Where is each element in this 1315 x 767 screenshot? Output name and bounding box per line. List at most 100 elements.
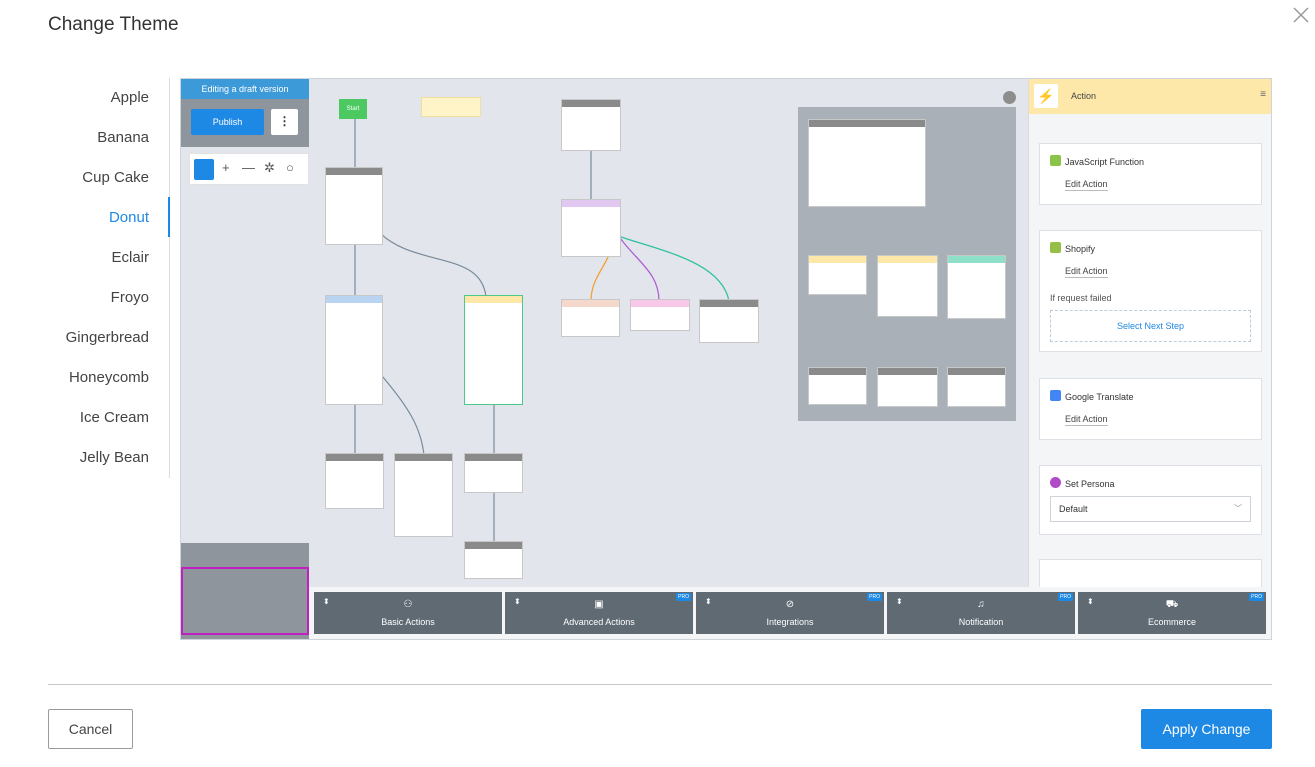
- edit-action-link[interactable]: Edit Action: [1065, 179, 1108, 191]
- menu-icon[interactable]: ≡: [1260, 89, 1266, 100]
- flow-node[interactable]: [561, 99, 621, 151]
- edit-action-link[interactable]: Edit Action: [1065, 266, 1108, 278]
- start-node[interactable]: Start: [339, 99, 367, 119]
- set-persona-card: Set Persona Default ﹀: [1039, 465, 1262, 535]
- card-title: Google Translate: [1065, 392, 1134, 402]
- persona-select-value: Default: [1059, 504, 1088, 514]
- flow-node[interactable]: [877, 367, 938, 407]
- edit-action-link[interactable]: Edit Action: [1065, 414, 1108, 426]
- category-label: Integrations: [766, 617, 814, 627]
- persona-icon: [1050, 477, 1061, 488]
- flow-node[interactable]: [561, 199, 621, 257]
- flow-node[interactable]: [394, 453, 453, 537]
- theme-selected-indicator: [168, 197, 170, 237]
- theme-item-cup-cake[interactable]: Cup Cake: [82, 169, 149, 186]
- editor-top-panel: Editing a draft version Publish ⋮: [181, 79, 309, 147]
- flow-node[interactable]: [325, 167, 383, 245]
- action-category-bar: ⬍ ⚇ Basic Actions ⬍ PRO ▣ Advanced Actio…: [309, 587, 1271, 639]
- theme-list: Apple Banana Cup Cake Donut Eclair Froyo…: [0, 78, 170, 478]
- pro-badge: PRO: [676, 593, 691, 601]
- integrations-button[interactable]: ⬍ PRO ⊘ Integrations: [696, 592, 884, 634]
- pro-badge: PRO: [867, 593, 882, 601]
- javascript-icon: [1050, 155, 1061, 166]
- sort-icon: ⬍: [896, 597, 903, 606]
- publish-button[interactable]: Publish: [191, 109, 264, 135]
- action-panel-header: ⚡ Action ≡: [1029, 79, 1271, 114]
- action-panel: ⚡ Action ≡ JavaScript Function Edit Acti…: [1028, 79, 1271, 587]
- apply-change-button[interactable]: Apply Change: [1141, 709, 1272, 749]
- flow-node[interactable]: [325, 295, 383, 405]
- more-options-button[interactable]: ⋮: [271, 109, 298, 135]
- javascript-function-card: JavaScript Function Edit Action: [1039, 143, 1262, 205]
- theme-item-ice-cream[interactable]: Ice Cream: [79, 409, 149, 426]
- search-icon[interactable]: ○: [286, 160, 294, 175]
- theme-preview: Editing a draft version Publish ⋮ + — ✲ …: [180, 78, 1272, 640]
- theme-item-gingerbread[interactable]: Gingerbread: [65, 329, 149, 346]
- flow-node[interactable]: [808, 255, 867, 295]
- flow-node[interactable]: [561, 299, 620, 337]
- card-title: JavaScript Function: [1065, 157, 1145, 167]
- pro-badge: PRO: [1058, 593, 1073, 601]
- flow-node[interactable]: [464, 541, 523, 579]
- ecommerce-button[interactable]: ⬍ PRO ⛟ Ecommerce: [1078, 592, 1266, 634]
- persona-select[interactable]: Default ﹀: [1050, 496, 1251, 522]
- cancel-button[interactable]: Cancel: [48, 709, 133, 749]
- draft-version-banner: Editing a draft version: [181, 79, 309, 99]
- category-label: Basic Actions: [381, 617, 435, 627]
- bell-icon: ♫: [977, 599, 985, 610]
- action-panel-title: Action: [1071, 91, 1097, 101]
- chevron-down-icon: ﹀: [1234, 504, 1242, 513]
- flow-node[interactable]: [947, 255, 1006, 319]
- zoom-out-icon[interactable]: —: [242, 160, 255, 175]
- flow-node[interactable]: [630, 299, 690, 331]
- cart-icon: ⛟: [1165, 599, 1179, 610]
- flow-node[interactable]: [699, 299, 759, 343]
- card-title: Set Persona: [1065, 479, 1115, 489]
- theme-item-apple[interactable]: Apple: [110, 89, 149, 106]
- flow-node[interactable]: [464, 295, 523, 405]
- sort-icon: ⬍: [705, 597, 712, 606]
- canvas-toolbar: + — ✲ ○: [189, 153, 309, 185]
- select-next-step-button[interactable]: Select Next Step: [1050, 310, 1251, 342]
- shopify-card: Shopify Edit Action If request failed Se…: [1039, 230, 1262, 352]
- theme-item-banana[interactable]: Banana: [97, 129, 149, 146]
- flow-node[interactable]: [325, 453, 384, 509]
- card-title: Shopify: [1065, 244, 1096, 254]
- google-translate-card: Google Translate Edit Action: [1039, 378, 1262, 440]
- notification-button[interactable]: ⬍ PRO ♫ Notification: [887, 592, 1075, 634]
- pro-badge: PRO: [1249, 593, 1264, 601]
- sort-icon: ⬍: [514, 597, 521, 606]
- theme-item-jelly-bean[interactable]: Jelly Bean: [79, 449, 149, 466]
- next-action-card: [1039, 559, 1262, 587]
- flow-node[interactable]: [808, 367, 867, 405]
- zoom-in-icon[interactable]: +: [222, 160, 230, 175]
- close-icon[interactable]: [1290, 4, 1312, 26]
- dialog-title: Change Theme: [48, 14, 179, 35]
- theme-item-honeycomb[interactable]: Honeycomb: [68, 369, 149, 386]
- link-icon: ⊘: [785, 599, 795, 610]
- folder-icon[interactable]: [194, 159, 214, 180]
- upload-icon[interactable]: [1003, 91, 1016, 104]
- bolt-icon: ⚡: [1034, 84, 1058, 108]
- box-icon: ▣: [594, 599, 604, 610]
- theme-item-froyo[interactable]: Froyo: [110, 289, 149, 306]
- note-node[interactable]: [421, 97, 481, 117]
- shopify-icon: [1050, 242, 1061, 253]
- theme-item-eclair[interactable]: Eclair: [111, 249, 149, 266]
- theme-item-donut[interactable]: Donut: [108, 209, 149, 226]
- category-label: Advanced Actions: [563, 617, 635, 627]
- flow-node[interactable]: [464, 453, 523, 493]
- advanced-actions-button[interactable]: ⬍ PRO ▣ Advanced Actions: [505, 592, 693, 634]
- person-icon: ⚇: [403, 599, 413, 610]
- flow-node[interactable]: [947, 367, 1006, 407]
- basic-actions-button[interactable]: ⬍ ⚇ Basic Actions: [314, 592, 502, 634]
- flow-node[interactable]: [877, 255, 938, 317]
- footer-divider: [48, 684, 1272, 685]
- sort-icon: ⬍: [323, 597, 330, 606]
- magic-wand-icon[interactable]: ✲: [264, 160, 275, 175]
- canvas-minimap[interactable]: [181, 543, 309, 639]
- minimap-viewport[interactable]: [181, 567, 309, 635]
- sort-icon: ⬍: [1087, 597, 1094, 606]
- flow-node[interactable]: [808, 119, 926, 207]
- category-label: Ecommerce: [1147, 617, 1196, 627]
